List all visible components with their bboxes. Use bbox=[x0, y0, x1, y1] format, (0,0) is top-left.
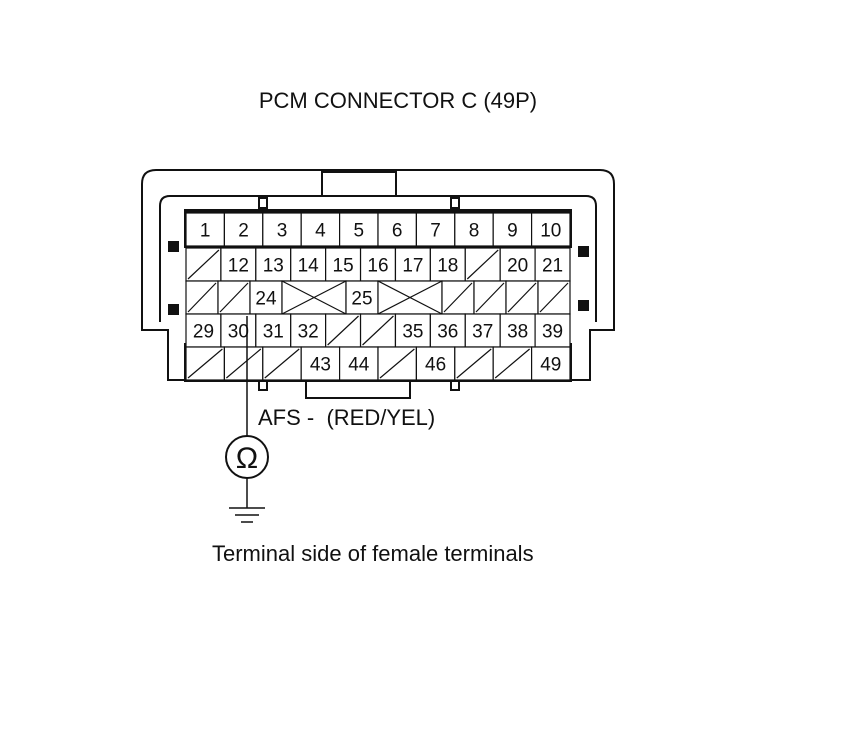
terminal-number: 36 bbox=[437, 322, 458, 343]
terminal-cell bbox=[290, 247, 327, 282]
blocked-cavity-mark bbox=[377, 280, 443, 315]
terminal-cell bbox=[530, 346, 571, 381]
terminal-number: 18 bbox=[437, 256, 458, 277]
terminal-number: 44 bbox=[348, 355, 370, 376]
test-probe bbox=[229, 316, 265, 523]
terminal-number: 32 bbox=[298, 322, 319, 343]
terminal-cell bbox=[339, 212, 379, 247]
terminal-cell bbox=[492, 212, 533, 247]
empty-cavity-mark bbox=[219, 282, 249, 313]
empty-cavity-mark bbox=[362, 315, 394, 346]
terminal-cell bbox=[249, 280, 283, 315]
terminal-cell bbox=[300, 346, 341, 381]
empty-cavity-mark bbox=[187, 348, 223, 379]
ohmmeter-icon: Ω bbox=[225, 435, 269, 479]
terminal-number: 17 bbox=[402, 256, 423, 277]
terminal-number: 16 bbox=[367, 256, 388, 277]
empty-cavity-mark bbox=[475, 282, 505, 313]
terminal-cell bbox=[255, 247, 292, 282]
empty-cavity-mark bbox=[466, 249, 499, 280]
terminal-number: 43 bbox=[310, 355, 331, 376]
terminal-number: 46 bbox=[425, 355, 446, 376]
terminal-number: 15 bbox=[333, 256, 354, 277]
empty-cavity-mark bbox=[327, 315, 359, 346]
diagram-title: PCM CONNECTOR C (49P) bbox=[258, 88, 538, 113]
terminal-number: 9 bbox=[507, 221, 518, 242]
terminal-number: 25 bbox=[351, 289, 372, 310]
empty-cavity-mark bbox=[379, 348, 415, 379]
terminal-number: 39 bbox=[542, 322, 563, 343]
terminal-number: 20 bbox=[507, 256, 528, 277]
empty-cavity-mark bbox=[507, 282, 537, 313]
terminal-cell bbox=[530, 212, 571, 247]
terminal-number: 7 bbox=[430, 221, 441, 242]
empty-cavity-mark bbox=[187, 249, 220, 280]
terminal-cell bbox=[185, 313, 222, 348]
terminal-cell bbox=[415, 212, 456, 247]
empty-cavity-mark bbox=[539, 282, 569, 313]
terminal-cell bbox=[359, 247, 397, 282]
empty-cavity-mark bbox=[187, 282, 217, 313]
terminal-number: 1 bbox=[200, 221, 211, 242]
empty-cavity-mark bbox=[456, 348, 492, 379]
terminal-number: 30 bbox=[228, 322, 249, 343]
terminal-number: 49 bbox=[540, 355, 561, 376]
terminal-cell bbox=[534, 313, 571, 348]
terminal-number: 8 bbox=[469, 221, 480, 242]
terminal-cell bbox=[325, 247, 362, 282]
terminal-number: 13 bbox=[263, 256, 284, 277]
empty-cavity-mark bbox=[264, 348, 300, 379]
terminal-number: 29 bbox=[193, 322, 214, 343]
terminal-number: 31 bbox=[263, 322, 284, 343]
diagram-caption: Terminal side of female terminals bbox=[212, 541, 534, 566]
empty-cavity-mark bbox=[494, 348, 530, 379]
terminal-number: 5 bbox=[354, 221, 365, 242]
terminal-number: 21 bbox=[542, 256, 563, 277]
blocked-cavity-mark bbox=[281, 280, 347, 315]
terminal-cell bbox=[339, 346, 379, 381]
terminal-number: 4 bbox=[315, 221, 326, 242]
probe-label: AFS - (RED/YEL) bbox=[258, 405, 436, 430]
terminal-cell bbox=[300, 212, 341, 247]
terminal-number: 12 bbox=[228, 256, 249, 277]
terminal-number: 6 bbox=[392, 221, 403, 242]
terminal-number: 10 bbox=[540, 221, 561, 242]
terminal-cell bbox=[464, 313, 501, 348]
terminal-number: 37 bbox=[472, 322, 493, 343]
terminal-cell bbox=[499, 313, 536, 348]
terminal-cell bbox=[415, 346, 456, 381]
terminal-cell bbox=[255, 313, 292, 348]
terminal-number: 14 bbox=[298, 256, 320, 277]
terminal-number: 2 bbox=[238, 221, 249, 242]
terminal-number: 38 bbox=[507, 322, 528, 343]
locking-tabs bbox=[168, 241, 589, 315]
terminal-cell bbox=[377, 212, 418, 247]
empty-cavity-mark bbox=[226, 348, 262, 379]
terminal-number: 24 bbox=[255, 289, 277, 310]
empty-cavity-mark bbox=[443, 282, 473, 313]
terminal-number: 35 bbox=[402, 322, 423, 343]
ohm-symbol: Ω bbox=[236, 442, 258, 475]
terminal-number: 3 bbox=[277, 221, 288, 242]
